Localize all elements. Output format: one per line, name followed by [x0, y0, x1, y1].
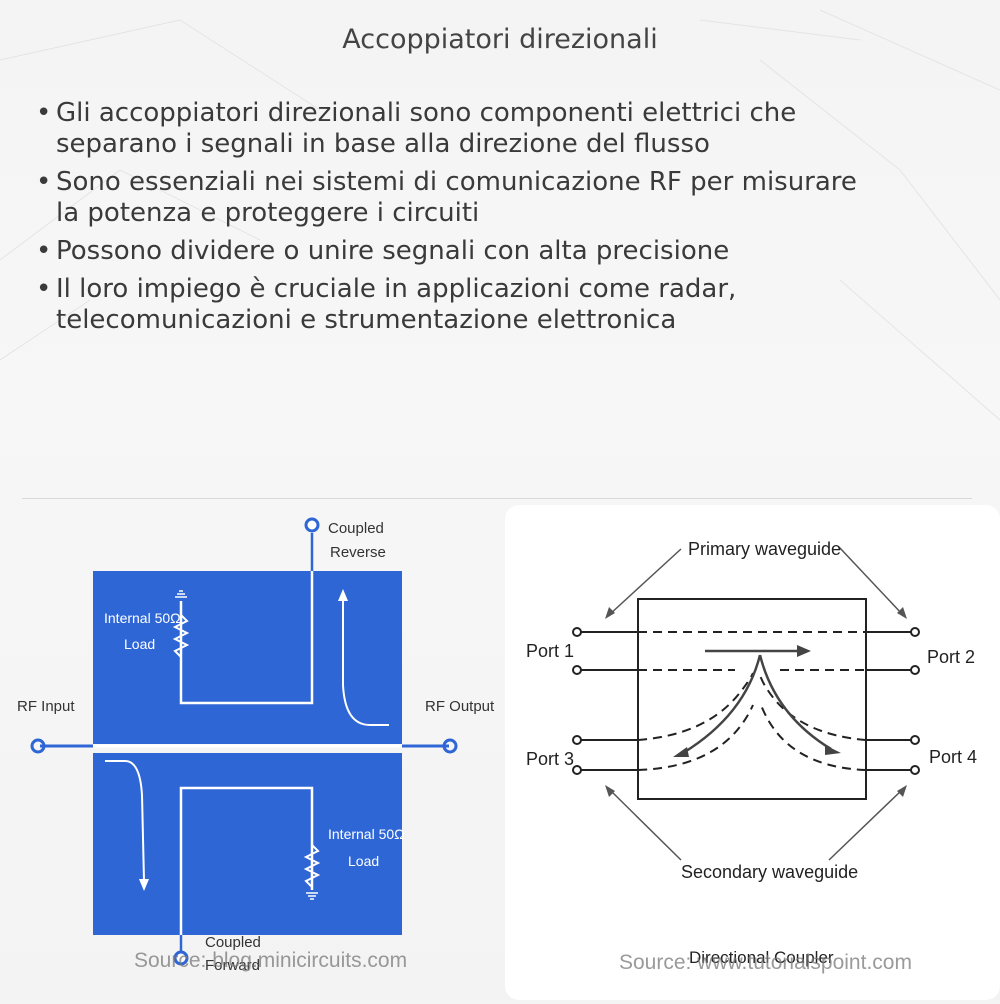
coupled-forward-port-icon — [173, 950, 189, 966]
bullet-line: Gli accoppiatori direzionali sono compon… — [56, 98, 797, 128]
upper-load-label: Internal 50Ω — [104, 610, 181, 626]
coupled-forward-label: Coupled — [205, 934, 261, 951]
coupled-reverse-label: Reverse — [330, 544, 386, 561]
bullet-line: Possono dividere o unire segnali con alt… — [56, 236, 730, 266]
bullet-line: Sono essenziali nei sistemi di comunicaz… — [56, 167, 857, 197]
bullet-list: • Gli accoppiatori direzionali sono comp… — [36, 98, 966, 343]
bullet-marker: • — [36, 236, 52, 266]
right-source-credit: Source: www.tutorialspoint.com — [619, 951, 912, 974]
port1-label: Port 1 — [526, 641, 574, 661]
upper-ground-icon — [175, 590, 187, 598]
coupler-box — [637, 598, 867, 800]
rf-output-port-icon — [442, 738, 458, 754]
lower-load-label: Load — [348, 853, 379, 869]
coupler-block-svg: Coupled Reverse Internal 50Ω Load RF Inp… — [17, 517, 495, 974]
bullet-marker: • — [36, 98, 52, 128]
pointer-arrowhead-icons — [605, 607, 907, 797]
lower-coupler-block — [93, 753, 402, 935]
port4-label: Port 4 — [929, 747, 977, 767]
forward-arrowhead-icon — [139, 879, 149, 891]
waveguide-dashes — [637, 631, 867, 771]
bullet-marker: • — [36, 274, 52, 304]
bullet-item: • Il loro impiego è cruciale in applicaz… — [36, 274, 966, 336]
bullet-item: • Gli accoppiatori direzionali sono comp… — [36, 98, 966, 160]
upper-coupler-block — [93, 571, 402, 744]
bullet-marker: • — [36, 167, 52, 197]
lower-ground-icon — [306, 892, 318, 900]
coupled-reverse-port-icon — [304, 517, 320, 533]
bullet-line: telecomunicazioni e strumentazione elett… — [56, 305, 677, 335]
bullet-line: Il loro impiego è cruciale in applicazio… — [56, 274, 737, 304]
port2-label: Port 2 — [927, 647, 975, 667]
coupler-block-diagram: Coupled Reverse Internal 50Ω Load RF Inp… — [0, 505, 500, 1000]
bullet-line: separano i segnali in base alla direzion… — [56, 129, 710, 159]
lower-load-label: Internal 50Ω — [328, 826, 405, 842]
primary-waveguide-label: Primary waveguide — [688, 539, 841, 559]
arrowhead-icons — [673, 645, 841, 757]
flow-arrows — [682, 649, 832, 755]
forward-flow-arrow — [105, 760, 145, 882]
upper-load-label: Load — [124, 636, 155, 652]
coupled-reverse-label: Coupled — [328, 520, 384, 537]
upper-resistor-icon — [172, 601, 190, 665]
rf-input-port-icon — [30, 738, 46, 754]
secondary-waveguide-label: Secondary waveguide — [681, 862, 858, 882]
pointer-lines — [608, 546, 904, 861]
waveguide-coupler-diagram: Primary waveguide Port 1 Port 2 Port 3 P… — [505, 505, 1000, 1000]
rf-input-label: RF Input — [17, 698, 75, 715]
bullet-line: la potenza e proteggere i circuiti — [56, 198, 480, 228]
waveguide-svg: Primary waveguide Port 1 Port 2 Port 3 P… — [526, 539, 977, 967]
coupled-forward-label: Forward — [205, 957, 260, 974]
port3-label: Port 3 — [526, 749, 574, 769]
coupler-caption: Directional Coupler — [689, 948, 834, 967]
reverse-flow-arrow — [342, 597, 389, 726]
left-source-credit: Source: blog.minicircuits.com — [134, 949, 408, 972]
port-terminal-icons — [572, 627, 920, 775]
section-divider — [22, 498, 972, 499]
bullet-item: • Possono dividere o unire segnali con a… — [36, 236, 966, 267]
reverse-arrowhead-icon — [338, 589, 348, 601]
rf-output-label: RF Output — [425, 698, 495, 715]
upper-coupled-line — [179, 533, 314, 705]
lower-resistor-icon — [303, 835, 321, 890]
bullet-item: • Sono essenziali nei sistemi di comunic… — [36, 167, 966, 229]
page-title: Accoppiatori direzionali — [342, 24, 658, 55]
